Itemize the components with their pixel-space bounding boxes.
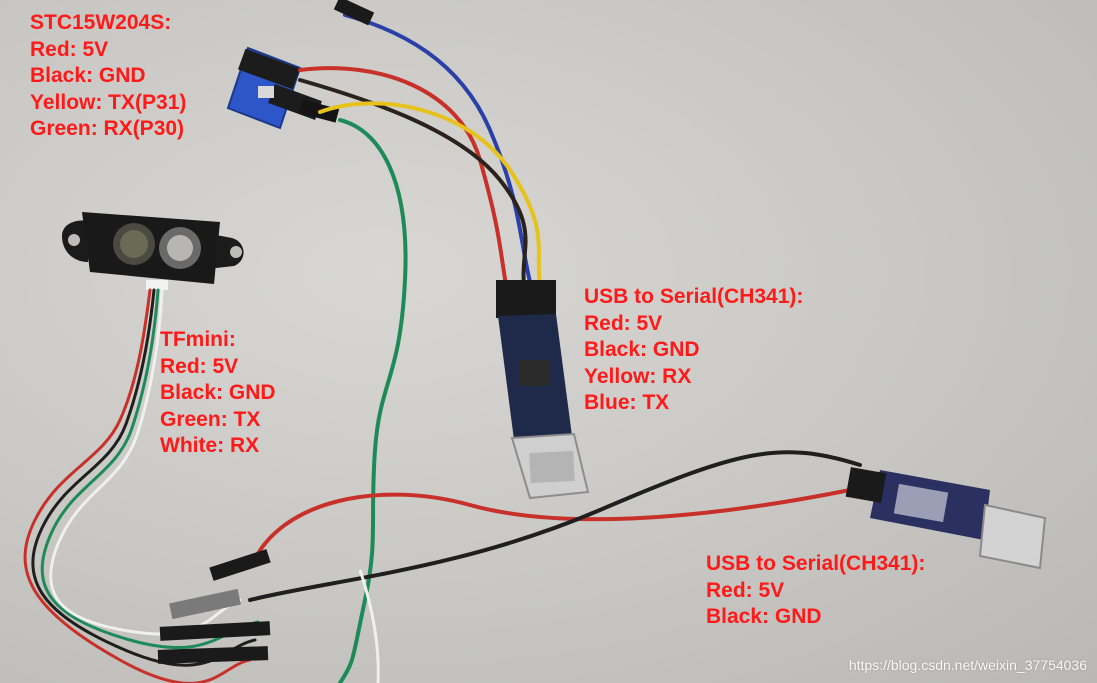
usb-serial-adapter-2: [845, 467, 1047, 570]
usb-serial-2-wires: [248, 450, 862, 602]
usb-serial-1-label: USB to Serial(CH341): Red: 5V Black: GND…: [584, 284, 803, 417]
stc15w204s-line-red: Red: 5V: [30, 37, 109, 61]
usb-serial-2-label: USB to Serial(CH341): Red: 5V Black: GND: [706, 551, 925, 631]
tfmini-label: TFmini: Red: 5V Black: GND Green: TX Whi…: [160, 327, 276, 460]
usb-serial-2-line-red: Red: 5V: [706, 578, 785, 602]
stc-wires: [298, 13, 542, 683]
usb-serial-1-line-yellow: Yellow: RX: [584, 364, 692, 388]
stc15w204s-label: STC15W204S: Red: 5V Black: GND Yellow: T…: [30, 10, 186, 143]
usb-serial-1-line-black: Black: GND: [584, 338, 700, 362]
usb-serial-2-title: USB to Serial(CH341):: [706, 552, 926, 575]
stc15w204s-line-black: Black: GND: [30, 64, 146, 88]
white-wire-tail: [358, 569, 380, 683]
usb-serial-2-line-black: Black: GND: [706, 605, 822, 629]
usb-serial-1-line-blue: Blue: TX: [584, 391, 670, 415]
tfmini-line-white: White: RX: [160, 434, 260, 458]
stc15w204s-board: [226, 46, 340, 130]
tfmini-line-red: Red: 5V: [160, 354, 239, 378]
stc15w204s-title: STC15W204S:: [30, 11, 172, 34]
stc15w204s-line-green: Green: RX(P30): [30, 117, 185, 141]
jumper-head: [333, 0, 375, 26]
jumper-connector-bundle: [157, 549, 271, 664]
usb-serial-1-line-red: Red: 5V: [584, 311, 663, 335]
tfmini-line-green: Green: TX: [160, 407, 261, 431]
usb-serial-1-title: USB to Serial(CH341):: [584, 285, 804, 308]
tfmini-sensor: [62, 212, 244, 290]
usb-serial-adapter-1: [496, 280, 590, 500]
watermark-url: https://blog.csdn.net/weixin_37754036: [848, 657, 1087, 673]
stc15w204s-line-yellow: Yellow: TX(P31): [30, 90, 187, 114]
tfmini-title: TFmini:: [160, 328, 236, 351]
tfmini-line-black: Black: GND: [160, 381, 276, 405]
